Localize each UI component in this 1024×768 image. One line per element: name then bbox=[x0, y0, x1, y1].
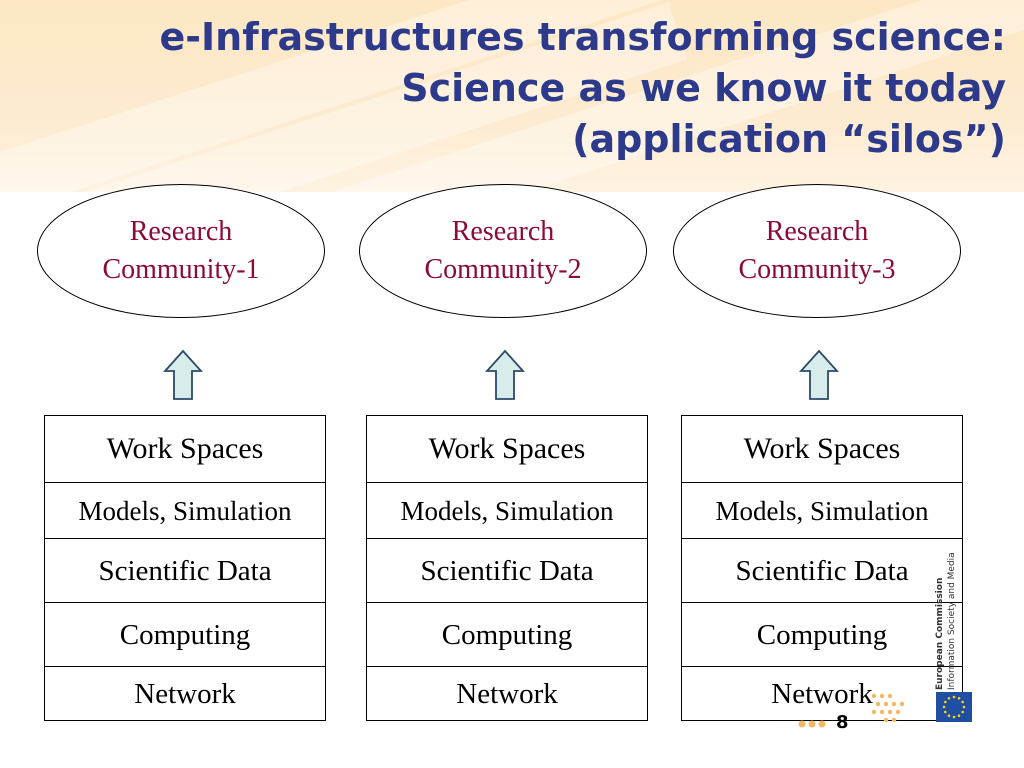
title-line-1: e-Infrastructures transforming science: bbox=[159, 15, 1006, 59]
layer-scientific-data: Scientific Data bbox=[682, 538, 962, 603]
layer-scientific-data: Scientific Data bbox=[45, 538, 325, 603]
layer-computing: Computing bbox=[682, 602, 962, 667]
community-3-ellipse: Research Community-3 bbox=[673, 184, 961, 318]
community-1-line2: Community-1 bbox=[102, 254, 260, 285]
up-arrow-icon bbox=[485, 349, 525, 400]
page-number: 8 bbox=[836, 712, 849, 733]
header-band bbox=[0, 0, 1024, 192]
layer-models-simulation: Models, Simulation bbox=[367, 482, 647, 539]
layer-work-spaces: Work Spaces bbox=[743, 432, 901, 465]
ec-logo-text: European Commission Information Society … bbox=[934, 540, 964, 690]
silo-stack-3: Work Spaces Models, Simulation Scientifi… bbox=[681, 415, 963, 721]
layer-work-spaces: Work Spaces bbox=[428, 432, 586, 465]
layer-network: Network bbox=[682, 666, 962, 721]
up-arrow-icon bbox=[799, 349, 839, 400]
ec-line-1: European Commission bbox=[935, 577, 945, 690]
layer-network: Network bbox=[45, 666, 325, 721]
community-3-line2: Community-3 bbox=[738, 254, 896, 285]
silo-stack-1: Work Spaces Models, Simulation Scientifi… bbox=[44, 415, 326, 721]
community-1-line1: Research bbox=[129, 216, 233, 247]
layer-work-spaces: Work Spaces bbox=[106, 432, 264, 465]
layer-scientific-data: Scientific Data bbox=[367, 538, 647, 603]
layer-computing: Computing bbox=[367, 602, 647, 667]
layer-computing: Computing bbox=[45, 602, 325, 667]
silo-stack-2: Work Spaces Models, Simulation Scientifi… bbox=[366, 415, 648, 721]
ec-line-2: Information Society and Media bbox=[947, 552, 957, 690]
community-3-line1: Research bbox=[765, 216, 869, 247]
layer-models-simulation: Models, Simulation bbox=[45, 482, 325, 539]
slide-title: e-Infrastructures transforming science: … bbox=[26, 12, 1006, 165]
layer-network: Network bbox=[367, 666, 647, 721]
decorative-dots-icon bbox=[798, 693, 905, 728]
up-arrow-icon bbox=[163, 349, 203, 400]
eu-flag-icon bbox=[936, 692, 972, 722]
community-1-ellipse: Research Community-1 bbox=[37, 184, 325, 318]
community-2-line2: Community-2 bbox=[424, 254, 582, 285]
community-2-ellipse: Research Community-2 bbox=[359, 184, 647, 318]
layer-models-simulation: Models, Simulation bbox=[682, 482, 962, 539]
title-line-2: Science as we know it today bbox=[401, 66, 1006, 110]
community-2-line1: Research bbox=[451, 216, 555, 247]
title-line-3: (application “silos”) bbox=[572, 117, 1006, 161]
